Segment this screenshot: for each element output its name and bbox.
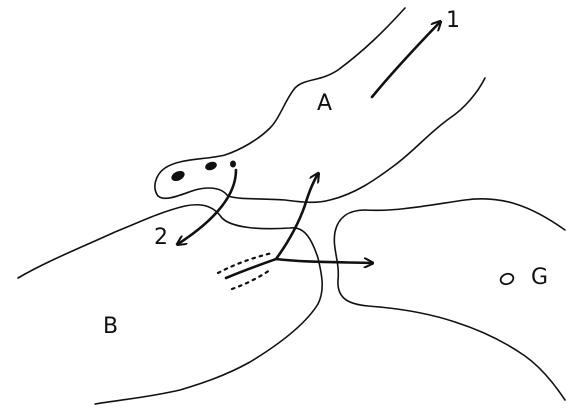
label-a: A: [317, 91, 332, 116]
label-g: G: [531, 265, 548, 290]
branch-arrow-right: [276, 259, 372, 263]
arrow-1: [372, 22, 440, 97]
region-g-outline: [334, 199, 565, 400]
spot-2: [204, 160, 218, 172]
spot-3: [230, 161, 236, 168]
label-b: B: [103, 314, 118, 339]
branch-arrow-up: [276, 174, 318, 259]
region-b-outline: [18, 205, 322, 404]
g-oval-marker: [499, 272, 515, 286]
label-2: 2: [154, 225, 168, 250]
branch-stem: [226, 259, 276, 278]
spot-1: [170, 169, 186, 183]
label-1: 1: [446, 8, 460, 33]
